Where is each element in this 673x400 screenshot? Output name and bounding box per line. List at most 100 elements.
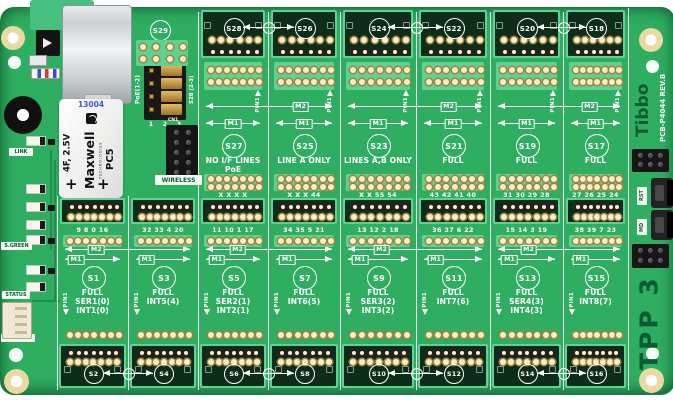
- led-label-link: LINK: [9, 148, 33, 156]
- solder-pad: [477, 332, 484, 338]
- fiducial-mark: [346, 22, 353, 29]
- pin-hole: [444, 351, 448, 355]
- fiducial-mark: [347, 366, 354, 373]
- solder-pad: [91, 214, 98, 220]
- pin-hole: [510, 205, 515, 209]
- pin-hole: [503, 50, 507, 54]
- solder-pad: [177, 214, 184, 220]
- solder-pad: [509, 214, 516, 220]
- pin-hole: [352, 351, 356, 355]
- socket-label-s21: S21: [442, 134, 466, 158]
- jumper-cap: [161, 104, 182, 115]
- solder-pad: [294, 238, 301, 244]
- solder-pad: [178, 238, 184, 244]
- solder-pad: [580, 79, 587, 85]
- solder-pad: [248, 79, 254, 85]
- pin1-label: PIN1: [477, 97, 483, 113]
- solder-pad: [386, 176, 392, 182]
- supercapacitor: 13004 4F, 2.5V Maxwell TECHNOLOGIES PC5 …: [59, 99, 123, 198]
- socket-label-s25: S25: [293, 134, 317, 158]
- pin-hole: [517, 351, 522, 355]
- m2-dimension: M2: [348, 245, 482, 255]
- socket-description: SER2(1): [215, 297, 251, 307]
- solder-pad: [426, 79, 432, 85]
- solder-pad: [469, 332, 476, 338]
- arrow-down-icon: [496, 308, 502, 315]
- solder-pad: [475, 359, 482, 365]
- solder-pad: [608, 332, 615, 338]
- solder-pad: [248, 184, 254, 190]
- solder-pad: [224, 176, 230, 182]
- pin-hole: [219, 50, 224, 54]
- solder-pad: [224, 184, 230, 190]
- pad-row: [571, 237, 624, 245]
- solder-pad: [245, 37, 252, 43]
- solder-pad: [224, 79, 230, 85]
- supercap-marking: 13004: [77, 100, 105, 109]
- solder-pad: [530, 37, 537, 43]
- solder-pad: [587, 67, 594, 73]
- pad-row: [136, 358, 192, 366]
- socket-description: SER1(0): [75, 297, 110, 307]
- solder-pad: [469, 238, 476, 244]
- solder-pad: [83, 214, 90, 220]
- solder-pad: [573, 238, 579, 244]
- solder-pad: [115, 332, 122, 338]
- solder-pad: [451, 238, 458, 244]
- pin-hole: [461, 205, 465, 209]
- pin-numbers: 27 26 25 24: [572, 191, 619, 199]
- socket-description: LINES A,B ONLY: [343, 156, 413, 165]
- solder-pad: [146, 214, 153, 220]
- pad-row: [348, 66, 412, 74]
- solder-pad: [215, 359, 222, 365]
- solder-pad: [525, 67, 532, 73]
- socket-label-s23: S23: [367, 134, 391, 158]
- solder-pad: [278, 67, 284, 73]
- pad-row: [424, 78, 486, 86]
- m1-dimension: M1: [206, 119, 260, 129]
- socket-description: INT2(1): [216, 306, 250, 316]
- pin-hole: [541, 351, 546, 355]
- solder-pad: [434, 359, 441, 365]
- pad-row: [279, 49, 333, 55]
- silkscreen-divider: [198, 12, 200, 390]
- pad-band: [422, 174, 484, 191]
- socket-area-mid: [493, 198, 560, 224]
- solder-pad: [525, 184, 532, 190]
- solder-pad: [434, 176, 441, 182]
- solder-pad: [551, 67, 557, 73]
- pin-hole: [477, 205, 481, 209]
- solder-pad: [216, 238, 222, 244]
- pin-hole: [184, 205, 189, 209]
- circled-plus-icon: [411, 22, 423, 34]
- fiducial-mark: [477, 22, 484, 29]
- solder-pad: [508, 67, 515, 73]
- solder-pad: [307, 37, 314, 43]
- solder-pad: [601, 238, 608, 244]
- solder-pad: [615, 79, 622, 85]
- transistor: [48, 238, 55, 244]
- solder-pad: [500, 67, 506, 73]
- solder-pad: [294, 184, 301, 190]
- solder-pad: [99, 214, 106, 220]
- solder-pad: [615, 176, 622, 182]
- pin-hole: [361, 205, 366, 209]
- pad-row: [66, 213, 123, 221]
- solder-pad: [230, 359, 237, 365]
- solder-pad: [540, 37, 547, 43]
- solder-pad: [533, 214, 540, 220]
- pin-hole: [576, 50, 580, 54]
- solder-pad: [319, 176, 326, 182]
- pin-hole: [254, 205, 259, 209]
- solder-pad: [549, 37, 556, 43]
- pin-hole: [154, 351, 159, 355]
- pad-row: [572, 36, 623, 44]
- socket-description: INT8(7): [579, 297, 612, 307]
- pin-hole: [386, 205, 391, 209]
- solder-pad: [443, 238, 450, 244]
- solder-pad: [386, 184, 392, 190]
- pin-hole: [326, 50, 331, 54]
- solder-pad: [508, 238, 515, 244]
- solder-pad: [256, 176, 262, 182]
- pin-hole: [401, 351, 406, 355]
